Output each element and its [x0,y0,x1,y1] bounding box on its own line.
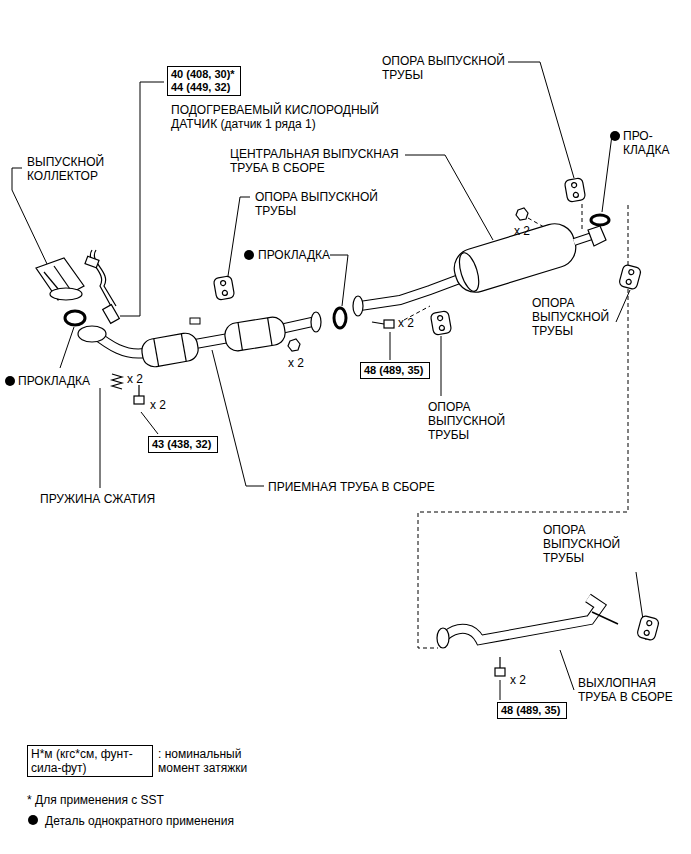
gasket [65,311,85,325]
legend-text: Деталь однократного применения [45,814,234,828]
part-label: ПРИЕМНАЯ ТРУБА В СБОРЕ [268,480,435,494]
leader-line [141,412,158,434]
leader-line [508,62,574,178]
leader-line [405,155,493,240]
torque-box: 48 (489, 35) [497,702,567,719]
part-label: ВЫПУСКНОЙ КОЛЛЕКТОР [27,155,122,183]
pipe-hanger [636,615,659,641]
torque-box: 40 (408, 30)*44 (449, 32) [167,66,241,96]
leader-line [500,680,501,700]
leader-line [602,135,620,212]
part-label: ОПОРА ВЫПУСКНОЙ ТРУБЫ [382,54,532,82]
leader-line [441,336,442,396]
pipe-hanger [564,178,586,203]
gasket [334,308,346,328]
compression-spring [112,374,122,389]
part-label: ОПОРА ВЫПУСКНОЙ ТРУБЫ [532,296,617,338]
torque-value: 40 (408, 30)* [171,68,237,81]
leader-line [212,350,264,486]
legend-text: : номинальный момент затяжки [158,747,270,775]
quantity-label: x 2 [398,316,414,330]
part-label: ПОДОГРЕВАЕМЫЙ КИСЛОРОДНЫЙ ДАТЧИК (датчик… [171,103,386,131]
leader-line [330,255,348,306]
part-label: ОПОРА ВЫПУСКНОЙ ТРУБЫ [255,190,405,218]
quantity-label: x 2 [288,356,304,370]
footnote: * Для применения с SST [27,793,164,807]
part-label: ПРУЖИНА СЖАТИЯ [40,492,155,506]
torque-value: 43 (438, 32) [152,438,214,451]
legend-item: Деталь однократного применения [27,814,234,828]
leader-line [100,388,101,488]
gasket [591,215,609,225]
quantity-label: x 2 [127,372,143,386]
leader-line [228,197,250,276]
torque-value: Н*м (кгс*см, фунт-сила-фут) [31,747,149,775]
one-time-dot [244,250,254,260]
leader-line [390,332,391,360]
nut [288,339,300,351]
quantity-label: x 2 [510,673,526,687]
assembly-line [418,205,628,648]
one-time-dot [5,376,15,386]
assembly-line [582,204,583,232]
legend-torque-box: Н*м (кгс*см, фунт-сила-фут): номинальный… [27,745,153,777]
legend-dot [27,814,41,826]
part-label: ОПОРА ВЫПУСКНОЙ ТРУБЫ [428,400,518,442]
quantity-label: x 2 [150,398,166,412]
part-label: ОПОРА ВЫПУСКНОЙ ТРУБЫ [543,523,633,565]
nut [516,208,528,220]
tail-pipe [437,598,618,648]
pipe-hanger [213,276,235,301]
torque-box: 43 (438, 32) [148,436,218,453]
bolt [134,385,144,404]
oxygen-sensor [85,250,119,323]
pipe-hanger [430,311,452,336]
leader-line [560,650,574,690]
exhaust-manifold [36,258,84,300]
leader-line [120,82,164,316]
part-label: ВЫХЛОПНАЯ ТРУБА В СБОРЕ [578,676,673,704]
quantity-label: x 2 [514,224,530,238]
bolt [372,320,394,328]
bolt [495,657,505,676]
torque-value: 44 (449, 32) [171,81,237,94]
pipe-hanger [618,264,641,290]
leader-line [60,327,74,368]
part-label: ЦЕНТРАЛЬНАЯ ВЫПУСКНАЯ ТРУБА В СБОРЕ [230,147,430,175]
part-label: ПРО- КЛАДКА [623,129,678,157]
part-label: ПРОКЛАДКА [258,248,330,262]
torque-value: 48 (489, 35) [501,704,563,717]
part-label: ПРОКЛАДКА [18,374,90,388]
one-time-dot [610,131,620,141]
torque-value: 48 (489, 35) [364,364,426,377]
torque-box: 48 (489, 35) [360,362,430,379]
